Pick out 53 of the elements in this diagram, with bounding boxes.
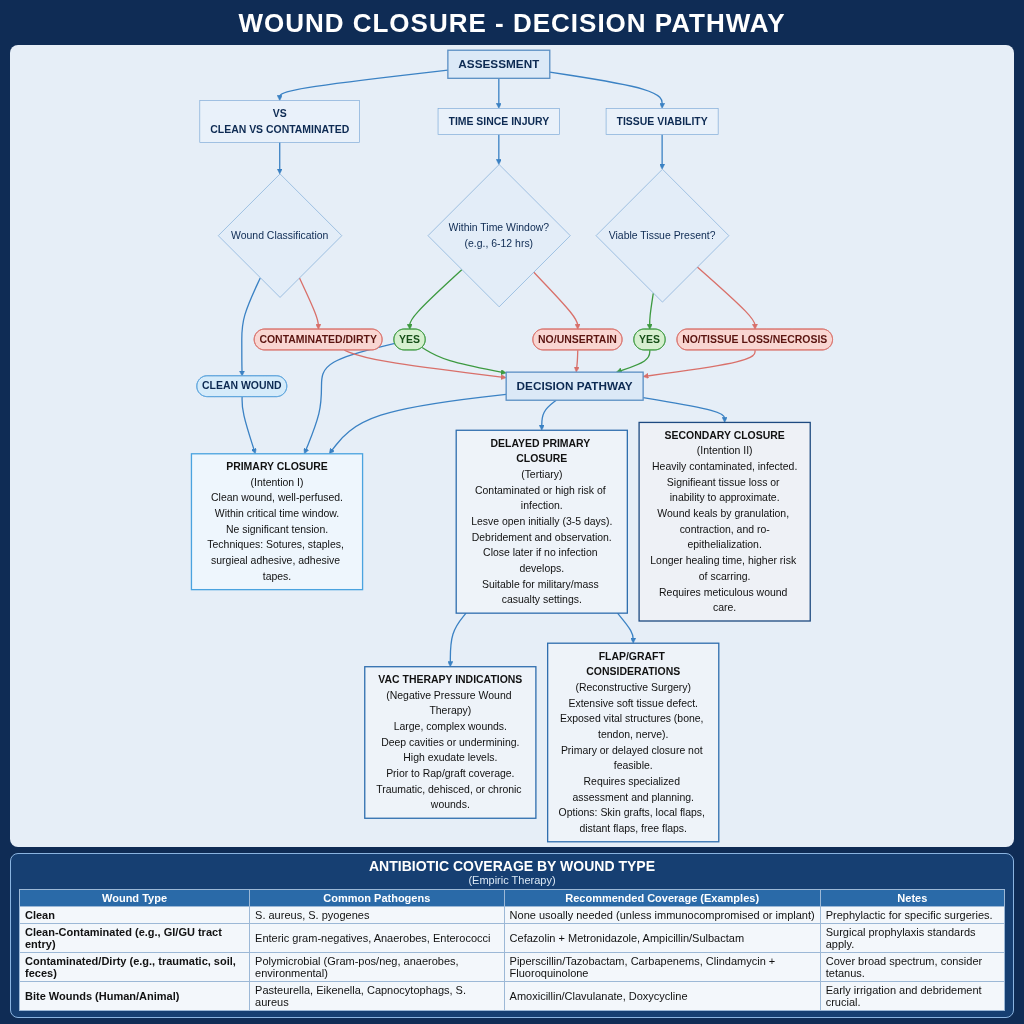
- node-box: VAC THERAPY INDICATIONS (Negative Pressure Wound Therapy) Large, complex wounds. Deep cavities or undermining. High exudate levels. Prior to Rap/graft coverage. Traumatic, dehisced, or chronic wounds.: [364, 666, 537, 819]
- arrow: [659, 133, 665, 170]
- table-cell: Piperscillin/Tazobactam, Carbapenems, Clindamycin + Fluoroquinolone: [504, 952, 821, 982]
- node-box: SECONDARY CLOSURE (Intention II) Heavily contaminated, infected. Signifieant tissue loss or inability to approximate. Wound keals by granulation, contraction, and ro-epithelialization. Longer healing time, higher risk of scarring. Requires meticulous wound care.: [638, 421, 811, 622]
- panel-title: ANTIBIOTIC COVERAGE BY WOUND TYPE: [369, 858, 655, 874]
- arrow: [241, 396, 257, 455]
- table-cell: Surgical prophylaxis standards apply.: [820, 923, 1005, 953]
- arrow: [421, 346, 507, 375]
- arrow: [343, 349, 507, 380]
- arrow: [532, 271, 581, 330]
- arrow: [329, 393, 507, 455]
- table-cell: Clean-Contaminated (e.g., GI/GU tract entry): [19, 923, 250, 953]
- arrow: [447, 612, 467, 667]
- table-cell: Enteric gram-negatives, Anaerobes, Enterococci: [249, 923, 505, 953]
- arrow: [573, 349, 580, 373]
- arrow: [276, 141, 283, 175]
- table-cell: Contaminated/Dirty (e.g., traumatic, soil, feces): [19, 952, 250, 982]
- column-header: Common Pathogens: [249, 889, 505, 907]
- node-box: FLAP/GRAFT CONSIDERATIONS (Reconstructive Surgery) Extensive soft tissue defect. Exposed vital structures (bone, tendon, nerve). Primary or delayed closure not feasible. Requires specialized assessment and planning. Options: Skin grafts, local flaps, distant flaps, free flaps.: [547, 642, 720, 843]
- arrow: [549, 71, 665, 109]
- table-cell: Pasteurella, Eikenella, Capnocytophags, S. aureus: [249, 981, 505, 1011]
- node-diamond: Viable Tissue Present?: [595, 168, 730, 303]
- panel-subtitle: (Empiric Therapy): [468, 874, 556, 886]
- table-cell: Amoxicillin/Clavulanate, Doxycycline: [504, 981, 821, 1011]
- node-box: TISSUE VIABILITY: [605, 108, 719, 135]
- arrow: [298, 277, 322, 330]
- node-diamond: Wound Classification: [217, 173, 343, 298]
- node-diamond: Within Time Window? (e.g., 6-12 hrs): [427, 164, 571, 308]
- table-cell: Polymicrobial (Gram-pos/neg, anaerobes, environmental): [249, 952, 505, 982]
- arrow: [616, 349, 651, 374]
- table-cell: Bite Wounds (Human/Animal): [19, 981, 250, 1011]
- node-box: VS CLEAN VS CONTAMINATED: [199, 100, 360, 143]
- arrow: [646, 292, 654, 330]
- node-box: DELAYED PRIMARY CLOSURE (Tertiary) Contaminated or high risk of infection. Lesve open initially (3-5 days). Debridement and observation. Close later if no infection develops. Suitable for military/mass casualty settings.: [455, 429, 628, 614]
- node-box: ASSESSMENT: [447, 49, 551, 79]
- arrow: [616, 612, 637, 644]
- poster-title: WOUND CLOSURE - DECISION PATHWAY: [238, 8, 786, 39]
- node-box: PRIMARY CLOSURE (Intention I) Clean wound, well-perfused. Within critical time window. Ne significant tension. Techniques: Sotures, staples, surgieal adhesive, adhesive tapes.: [190, 453, 364, 591]
- arrow: [495, 133, 502, 165]
- arrow: [495, 77, 502, 109]
- arrow: [239, 277, 261, 377]
- arrow: [696, 266, 758, 330]
- node-box: DECISION PATHWAY: [505, 371, 644, 401]
- arrow: [406, 269, 463, 330]
- table-cell: Early irrigation and debridement crucial.: [820, 981, 1005, 1011]
- table-cell: Cefazolin + Metronidazole, Ampicillin/Sulbactam: [504, 923, 821, 953]
- table-cell: Cover broad spectrum, consider tetanus.: [820, 952, 1005, 982]
- column-header: Wound Type: [19, 889, 250, 907]
- column-header: Netes: [820, 889, 1005, 907]
- arrow: [538, 399, 557, 431]
- column-header: Recommended Coverage (Examples): [504, 889, 821, 907]
- node-box: TIME SINCE INJURY: [437, 108, 560, 135]
- arrow: [303, 342, 396, 455]
